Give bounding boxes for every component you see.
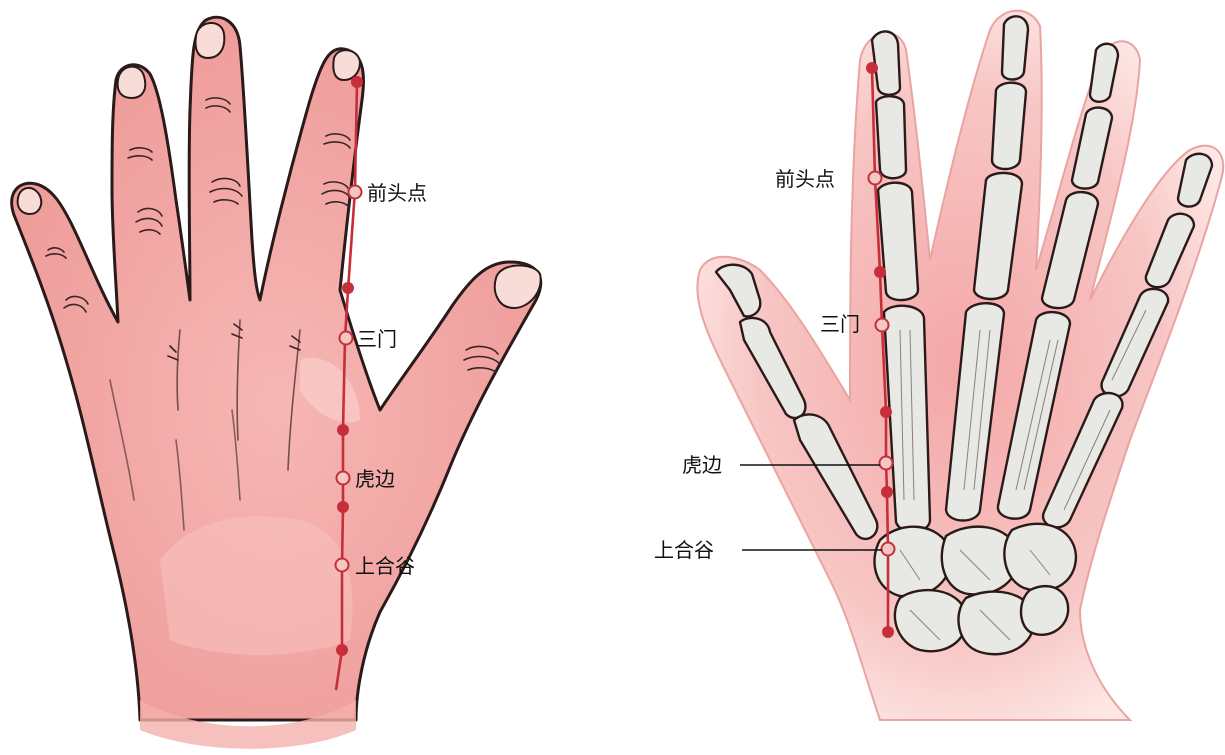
carpal-bone	[895, 590, 967, 651]
label-shanghegu: 上合谷	[654, 538, 714, 562]
point-qiantoudian-marker	[349, 186, 362, 199]
carpal-bone	[1004, 524, 1076, 591]
meridian-point	[337, 424, 349, 436]
point-sanmen-marker	[876, 319, 889, 332]
meridian-point	[866, 62, 878, 74]
meridian-point	[342, 282, 354, 294]
middle-bone	[1002, 16, 1028, 79]
label-sanmen: 三门	[357, 327, 397, 351]
middle-bone	[992, 83, 1026, 169]
point-sanmen-marker	[340, 332, 353, 345]
meridian-point	[881, 486, 893, 498]
carpal-bone	[874, 527, 950, 597]
meridian-point	[880, 406, 892, 418]
meridian-point	[351, 76, 363, 88]
point-shanghegu-marker	[882, 543, 895, 556]
index-bone	[876, 96, 906, 178]
nail	[18, 188, 42, 214]
meridian-point	[882, 626, 894, 638]
point-hubian-marker	[337, 472, 350, 485]
label-qiantoudian: 前头点	[775, 167, 835, 191]
left-hand	[12, 17, 541, 748]
meridian-point	[874, 266, 886, 278]
point-hubian-marker	[880, 457, 893, 470]
carpal-bone	[1021, 586, 1068, 635]
nail	[118, 67, 146, 98]
point-qiantoudian-marker	[869, 172, 882, 185]
nail	[196, 23, 225, 58]
meridian-point	[337, 501, 349, 513]
label-hubian: 虎边	[682, 453, 722, 477]
label-shanghegu: 上合谷	[355, 554, 415, 578]
label-qiantoudian: 前头点	[367, 181, 427, 205]
nail	[333, 50, 360, 80]
point-shanghegu-marker	[336, 559, 349, 572]
right-hand	[697, 11, 1223, 720]
label-hubian: 虎边	[355, 467, 395, 491]
label-sanmen: 三门	[820, 312, 860, 336]
meridian-point	[336, 644, 348, 656]
